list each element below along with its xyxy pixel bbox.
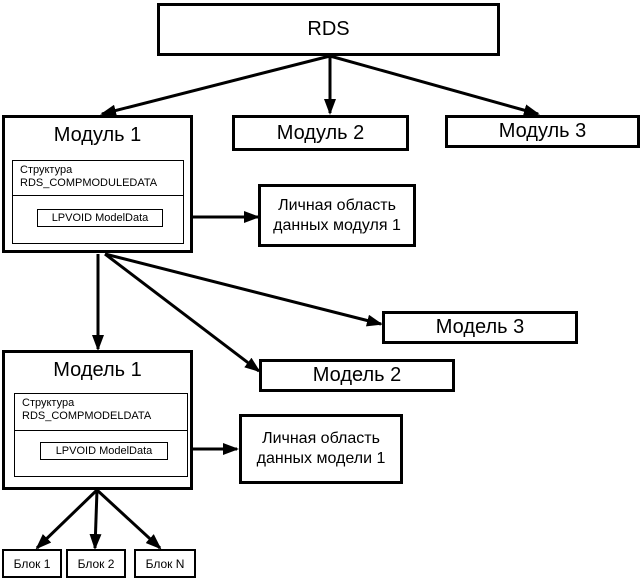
model2-node: Модель 2: [259, 359, 455, 392]
arrow-rds-module1: [100, 54, 331, 117]
block1-node: Блок 1: [2, 549, 62, 578]
module-struct-label: Структура RDS_COMPMODULEDATA: [20, 164, 158, 189]
module-modeldata-field: LPVOID ModelData: [37, 209, 163, 227]
arrow-rds-module3: [329, 54, 540, 117]
model-struct-divider: [15, 430, 187, 431]
blockN-label: Блок N: [145, 556, 185, 571]
model-struct-label: Структура RDS_COMPMODELDATA: [22, 397, 152, 422]
model1-title: Модель 1: [53, 359, 142, 381]
model-private-label: Личная область данных модели 1: [256, 430, 386, 467]
rds-node: RDS: [157, 3, 500, 56]
arrow-model1-blockN: [95, 488, 162, 550]
module-struct-box: Структура RDS_COMPMODULEDATA LPVOID Mode…: [12, 160, 184, 244]
module-struct-divider: [13, 195, 183, 196]
model3-node: Модель 3: [382, 311, 578, 344]
block2-label: Блок 2: [77, 556, 115, 571]
arrow-module1-model3: [104, 252, 383, 327]
model1-node: Модель 1 Структура RDS_COMPMODELDATA LPV…: [2, 350, 193, 490]
model-private-area: Личная область данных модели 1: [239, 414, 403, 484]
arrow-model1-block1: [35, 488, 99, 550]
arrow-model1-block2: [89, 489, 102, 550]
module-private-label: Личная область данных модуля 1: [273, 196, 401, 234]
module2-node: Модуль 2: [232, 115, 409, 151]
arrow-module1-model2: [104, 252, 261, 373]
module1-node: Модуль 1 Структура RDS_COMPMODULEDATA LP…: [2, 115, 193, 253]
module1-title: Модуль 1: [53, 124, 142, 146]
blockN-node: Блок N: [134, 549, 196, 578]
module3-node: Модуль 3: [445, 115, 640, 148]
model2-label: Модель 2: [312, 364, 402, 386]
rds-label: RDS: [307, 18, 350, 40]
block2-node: Блок 2: [66, 549, 126, 578]
model3-label: Модель 3: [435, 316, 525, 338]
module2-label: Модуль 2: [276, 121, 365, 144]
model-modeldata-field: LPVOID ModelData: [40, 442, 168, 460]
module-private-area: Личная область данных модуля 1: [258, 184, 416, 247]
model-struct-box: Структура RDS_COMPMODELDATA LPVOID Model…: [14, 393, 188, 477]
block1-label: Блок 1: [13, 556, 51, 571]
module3-label: Модуль 3: [498, 120, 587, 142]
